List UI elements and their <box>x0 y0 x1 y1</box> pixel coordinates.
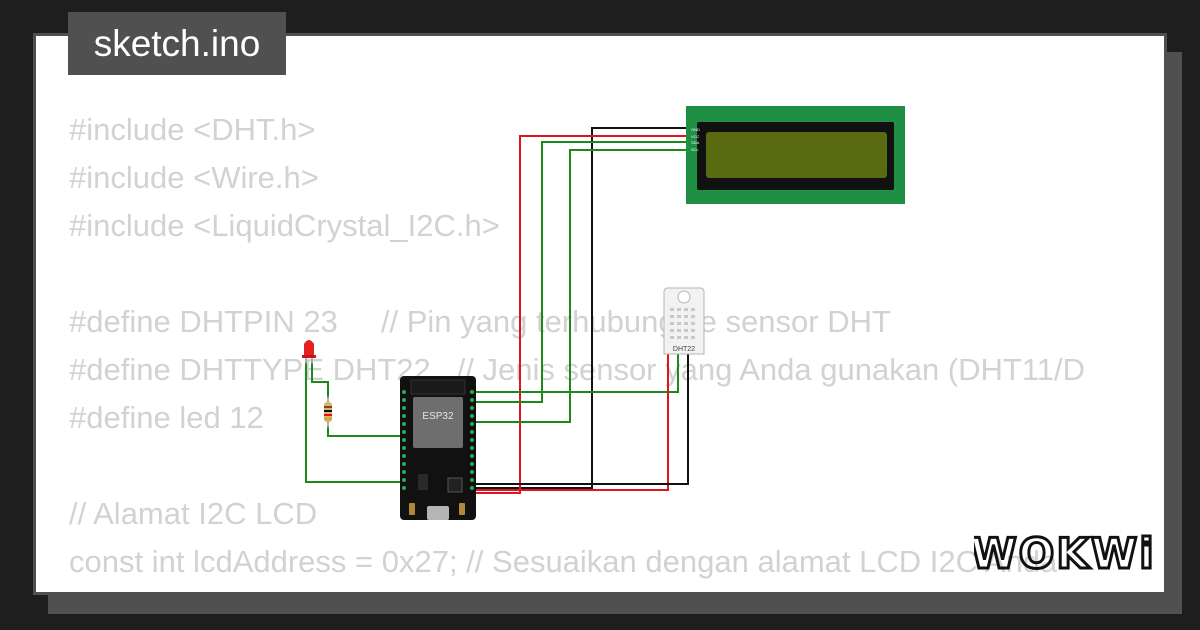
code-line: #define DHTTYPE DHT22 // Jenis sensor ya… <box>69 352 1086 387</box>
code-line: #include <DHT.h> <box>69 112 316 147</box>
wire-resistor-gpio <box>327 426 404 437</box>
wires <box>305 127 690 494</box>
preview-card: #include <DHT.h> #include <Wire.h> #includ… <box>33 33 1167 595</box>
wokwi-logo-text: WOKWi <box>974 529 1152 578</box>
esp32-board: ESP32 <box>400 376 476 520</box>
wire-dht-data <box>470 352 679 393</box>
wire-lcd-gnd <box>470 127 690 489</box>
code-listing: #include <DHT.h> #include <Wire.h> #includ… <box>69 106 1139 586</box>
wire-lcd-scl <box>470 149 690 423</box>
wire-lcd-sda <box>470 141 690 403</box>
wire-lcd-vcc <box>470 135 690 494</box>
wire-led-gnd <box>305 362 404 483</box>
lcd-pin-label: VCC <box>691 134 700 139</box>
resistor <box>324 396 332 428</box>
lcd-pin-label: SDA <box>691 140 700 145</box>
dht22-sensor: DHT22 <box>663 287 705 355</box>
code-line: #define led 12 <box>69 400 264 435</box>
dht22-label: DHT22 <box>673 346 695 353</box>
code-line: #include <Wire.h> <box>69 160 319 195</box>
code-line: #include <LiquidCrystal_I2C.h> <box>69 208 500 243</box>
file-name-tab: sketch.ino <box>68 12 286 75</box>
lcd-pin-label: GND <box>691 127 700 132</box>
wire-dht-vcc <box>470 352 669 491</box>
wire-led-resistor <box>311 362 329 398</box>
code-line: #define DHTPIN 23 // Pin yang terhubung … <box>69 304 891 339</box>
code-line: const int lcdAddress = 0x27; // Sesuaika… <box>69 544 1058 579</box>
wokwi-logo: WOKWi <box>974 528 1152 580</box>
code-line: // Alamat I2C LCD <box>69 496 318 531</box>
red-led <box>302 340 316 364</box>
lcd-pin-label: SCL <box>691 147 700 152</box>
wire-dht-gnd <box>470 352 689 485</box>
esp32-label: ESP32 <box>422 411 454 422</box>
lcd-module: GND VCC SDA SCL <box>686 106 905 204</box>
